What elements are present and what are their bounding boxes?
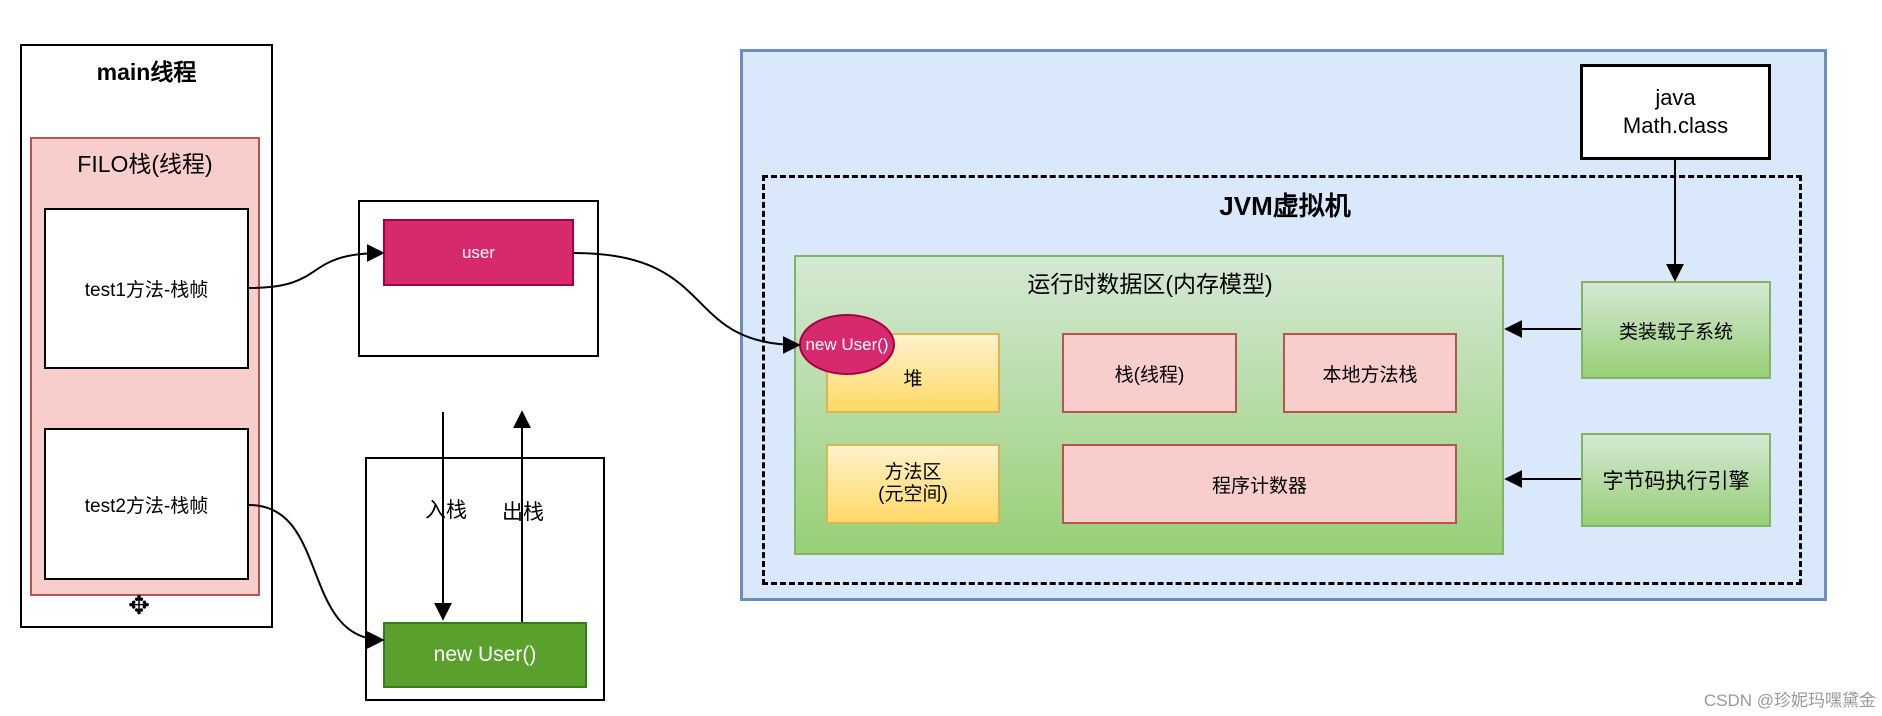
stack-frame-test2-label: test2方法-栈帧 [84,495,209,517]
stack-thread-box: 栈(线程) [1062,333,1237,413]
native-method-stack-box: 本地方法栈 [1283,333,1457,413]
class-loader-box: 类装载子系统 [1581,281,1771,379]
connector-test2-to-new-user [248,504,385,649]
jvm-title: JVM虚拟机 [1219,190,1351,221]
jvm-boundary [762,175,1802,585]
runtime-data-area-title: 运行时数据区(内存模型) [1027,271,1273,297]
main-thread-title: main线程 [96,59,197,85]
program-counter-box: 程序计数器 [1062,444,1457,524]
connector-test1-to-user [248,244,385,289]
stack-frame-test1-label: test1方法-栈帧 [84,280,209,301]
heap-object-label: new User() [805,334,889,354]
program-counter-label: 程序计数器 [1211,475,1307,497]
stack-frame-test1: test1方法-栈帧 [44,208,249,369]
method-area-box: 方法区 (元空间) [826,444,1000,524]
stack-thread-label: 栈(线程) [1114,364,1185,386]
user-reference: user [383,219,574,286]
stack-frame-test2: test2方法-栈帧 [44,428,249,580]
move-cursor-icon: ✥ [128,589,150,620]
watermark: CSDN @珍妮玛嘿黛金 [1703,691,1876,710]
class-file-label: java Math.class [1622,85,1729,138]
method-area-label: 方法区 (元空间) [878,462,948,505]
push-label: 入栈 [425,499,467,522]
heap-label: 堆 [903,368,923,390]
class-loader-label: 类装载子系统 [1618,321,1733,343]
execution-engine-box: 字节码执行引擎 [1581,433,1771,527]
execution-engine-label: 字节码执行引擎 [1602,470,1750,493]
new-user-stack-item-label: new User() [433,643,537,666]
filo-stack-title: FILO栈(线程) [77,151,213,177]
new-user-stack-item: new User() [383,622,587,688]
class-file-box: java Math.class [1580,64,1771,160]
user-reference-label: user [461,242,496,262]
connector-user-to-heap [573,252,801,354]
native-method-stack-label: 本地方法栈 [1322,364,1418,386]
heap-object-new-user: new User() [799,314,895,375]
